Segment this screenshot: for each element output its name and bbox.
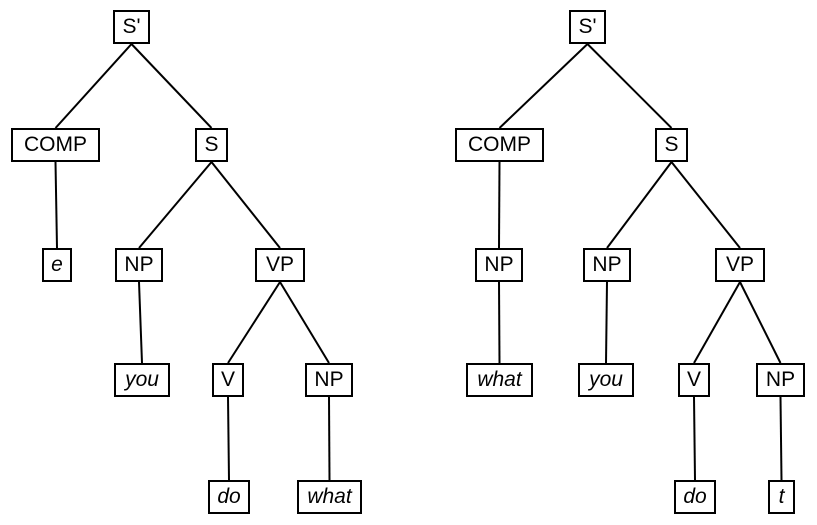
tree-edge-l_comp-to-l_e [54,161,58,249]
tree-node-r_np0: NP [475,248,523,282]
tree-edge-r_np0-to-r_what [498,281,501,364]
tree-node-label: V [686,367,701,391]
tree-node-l_np1: NP [115,248,163,282]
tree-node-label: you [589,367,623,391]
tree-edge-r_vp-to-r_np2 [739,281,782,364]
tree-node-label: VP [725,252,754,276]
tree-node-r_np1: NP [583,248,631,282]
tree-node-l_s: S [195,128,228,162]
tree-edge-r_s-to-r_np1 [606,161,673,249]
tree-edge-l_sbar-to-l_s [130,43,213,129]
tree-node-r_t: t [768,480,795,514]
tree-node-l_do: do [208,480,250,514]
tree-node-r_do: do [674,480,716,514]
tree-edge-r_comp-to-r_np0 [498,161,501,249]
tree-edge-r_s-to-r_vp [670,161,741,249]
tree-node-label: S' [122,14,141,38]
tree-edge-r_v-to-r_do [693,396,696,481]
tree-node-label: S' [578,14,597,38]
tree-node-label: NP [765,367,796,391]
tree-node-l_vp: VP [255,248,305,282]
tree-node-l_sbar: S' [113,10,150,44]
tree-node-label: t [778,484,785,508]
tree-node-label: NP [314,367,344,391]
tree-node-label: COMP [468,132,531,156]
tree-node-r_v: V [678,363,710,397]
tree-node-label: you [125,367,159,391]
tree-node-r_vp: VP [715,248,765,282]
tree-node-r_what: what [466,363,533,397]
tree-node-r_np2: NP [756,363,805,397]
tree-node-l_np2: NP [305,363,353,397]
tree-node-label: e [51,252,63,276]
tree-edge-l_vp-to-l_np2 [279,281,330,364]
tree-edge-l_np1-to-l_you [138,281,143,364]
tree-node-l_v: V [212,363,244,397]
tree-edge-r_np2-to-r_t [779,396,783,481]
tree-node-label: NP [124,252,154,276]
tree-node-label: COMP [24,132,87,156]
tree-edge-l_sbar-to-l_comp [54,43,133,129]
tree-node-label: S [204,132,219,156]
tree-node-label: do [683,484,707,508]
tree-node-label: NP [484,252,514,276]
tree-edge-r_sbar-to-r_comp [498,43,589,129]
tree-edge-r_np1-to-r_you [605,281,608,364]
tree-node-label: what [307,484,352,508]
tree-node-label: VP [265,252,294,276]
tree-edge-l_s-to-l_np1 [138,161,213,249]
tree-edge-r_vp-to-r_v [693,281,741,364]
tree-node-l_e: e [42,248,72,282]
tree-edge-l_vp-to-l_v [227,281,281,364]
tree-node-r_s: S [655,128,688,162]
tree-edge-l_s-to-l_vp [210,161,281,249]
tree-node-label: V [220,367,235,391]
tree-node-l_what: what [297,480,362,514]
tree-node-label: what [477,367,522,391]
tree-node-l_comp: COMP [11,128,100,162]
tree-node-label: NP [592,252,622,276]
tree-node-label: do [217,484,241,508]
tree-node-l_you: you [114,363,170,397]
tree-node-r_comp: COMP [455,128,544,162]
tree-node-r_sbar: S' [569,10,606,44]
tree-edge-l_v-to-l_do [227,396,230,481]
tree-node-label: S [664,132,679,156]
tree-edge-l_np2-to-l_what [328,396,331,481]
tree-node-r_you: you [578,363,634,397]
tree-edge-r_sbar-to-r_s [586,43,673,129]
